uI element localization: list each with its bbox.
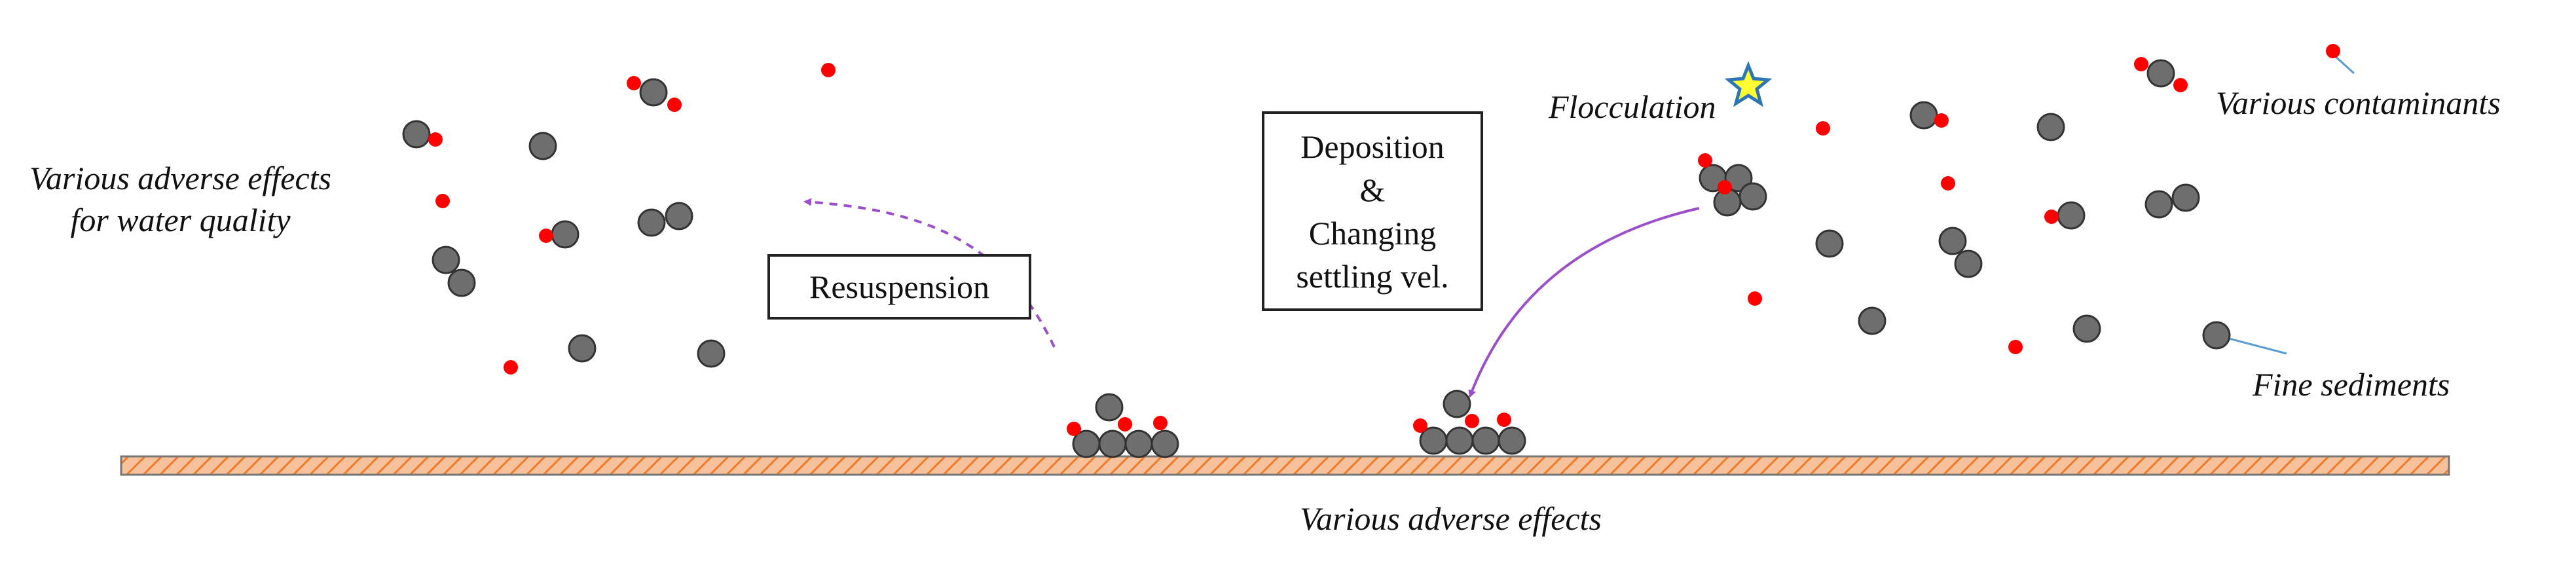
deposition-line-4: settling vel. (1296, 257, 1449, 295)
sediment-particle (2036, 113, 2065, 141)
sediment-particle (637, 208, 666, 237)
deposition-box: Deposition & Changing settling vel. (1262, 111, 1483, 311)
sediment-particle (2202, 321, 2231, 350)
contaminant-particle (539, 229, 553, 243)
sediment-particle (1098, 430, 1127, 458)
fine-sediments-label: Fine sediments (2253, 366, 2450, 403)
sediment-particle (1150, 430, 1179, 458)
sediment-particle (1815, 229, 1844, 258)
contaminant-particle (1153, 416, 1168, 430)
adverse-effects-line-1: Various adverse effects (29, 160, 332, 196)
deposition-line-1: Deposition (1300, 128, 1444, 165)
flocculation-label: Flocculation (1549, 88, 1716, 125)
contaminant-particle (1816, 121, 1830, 136)
sediment-particle (665, 202, 693, 230)
contaminant-particle (2326, 44, 2340, 58)
contaminant-particle (1465, 414, 1479, 428)
sediment-particle (1498, 426, 1526, 455)
sediment-particle (1858, 306, 1886, 335)
sediment-particle (1443, 390, 1471, 418)
sediment-particle (1445, 426, 1474, 455)
resuspension-label: Resuspension (809, 268, 989, 305)
contaminant-particle (627, 76, 641, 90)
deposition-line-2: & (1359, 171, 1386, 208)
particle-layer (402, 44, 2340, 458)
sediment-particle (1471, 426, 1500, 455)
contaminant-particle (1067, 422, 1081, 436)
sediment-particle (1954, 249, 1983, 278)
contaminant-particle (1718, 180, 1732, 194)
sediment-particle (2171, 183, 2200, 212)
contaminant-particle (1748, 291, 1762, 306)
sediment-particle (551, 220, 580, 249)
sediment-particle (1739, 182, 1767, 211)
deposition-line-3: Changing (1308, 214, 1437, 251)
sediment-particle (1724, 164, 1753, 193)
sediment-particle (402, 120, 431, 149)
sediment-particle (432, 246, 460, 274)
sediment-particle (1909, 101, 1938, 130)
sediment-particle (2072, 314, 2101, 343)
contaminants-label: Various contaminants (2216, 84, 2501, 121)
contaminant-leader-line (2332, 53, 2355, 75)
contaminant-particle (1941, 176, 1955, 191)
contaminant-particle (504, 360, 518, 375)
contaminant-particle (2173, 78, 2188, 92)
sediment-particle (1938, 227, 1967, 255)
sediment-particle (528, 132, 557, 160)
sediment-particle (447, 268, 476, 297)
contaminant-particle (821, 63, 836, 77)
contaminant-particle (2008, 340, 2023, 354)
sediment-particle (639, 78, 668, 107)
contaminant-particle (435, 194, 450, 208)
contaminant-particle (1118, 417, 1132, 431)
sediment-particle (1124, 430, 1153, 458)
sediment-particle (1095, 393, 1124, 422)
contaminant-particle (667, 98, 682, 112)
sediment-particle (2146, 59, 2175, 88)
contaminant-particle (1497, 413, 1511, 427)
resuspension-box: Resuspension (767, 254, 1031, 320)
contaminant-particle (1698, 153, 1712, 168)
adverse-effects-line-2: for water quality (70, 202, 291, 238)
contaminant-particle (1413, 418, 1427, 433)
sediment-particle (697, 339, 726, 368)
bottom-adverse-effects-label: Various adverse effects (1300, 500, 1602, 537)
contaminant-particle (2044, 210, 2059, 224)
contaminant-particle (2134, 57, 2148, 71)
deposition-arrow (1468, 207, 1700, 398)
star-icon (1724, 61, 1773, 107)
sediment-bed (120, 455, 2450, 476)
sediment-particle (2057, 201, 2086, 230)
adverse-effects-water-quality-label: Various adverse effects for water qualit… (29, 157, 331, 241)
contaminant-particle (428, 132, 443, 147)
sediment-particle (2144, 190, 2173, 219)
sediment-particle (568, 334, 597, 363)
contaminant-particle (1934, 113, 1949, 128)
